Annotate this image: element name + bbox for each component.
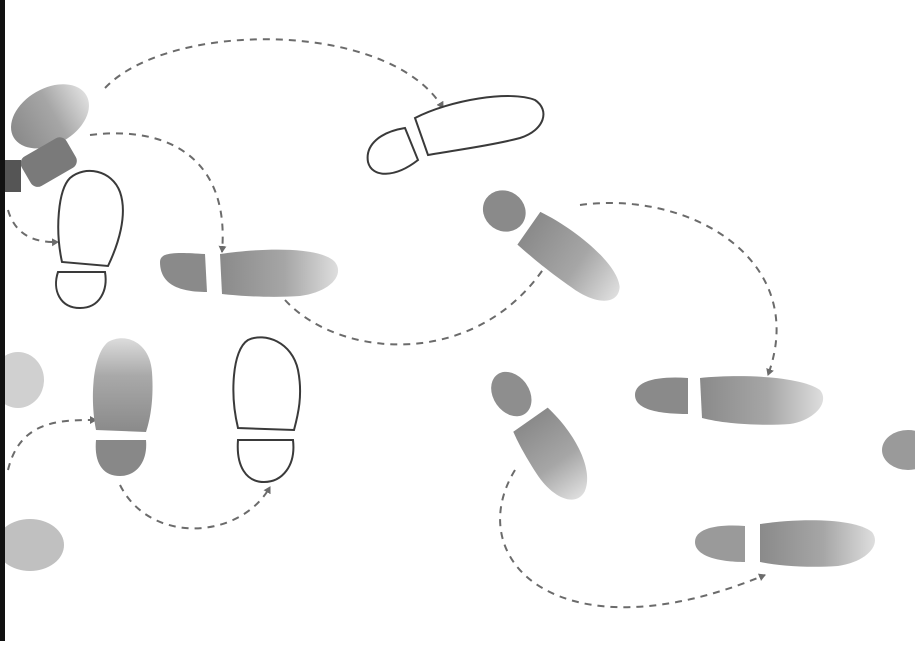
dark-heel-fragment (5, 160, 21, 192)
partial-print-right-edge (882, 430, 915, 470)
shaded-print-6 (635, 376, 823, 425)
outline-print-3 (233, 337, 300, 482)
step-path-6 (8, 420, 96, 470)
left-edge-bar (0, 0, 5, 641)
step-path-3 (8, 210, 58, 242)
shaded-print-2 (160, 250, 338, 297)
step-path-1 (105, 39, 443, 108)
shaded-print-3 (472, 180, 632, 311)
outline-print-2 (368, 96, 544, 174)
outline-print-1 (56, 171, 123, 308)
shaded-print-4 (93, 338, 153, 476)
shaded-print-5 (477, 360, 603, 510)
partial-print-lower-left (0, 519, 64, 571)
partial-print-left-middle (0, 352, 44, 408)
step-path-7 (120, 485, 270, 528)
shaded-print-7 (695, 520, 875, 567)
